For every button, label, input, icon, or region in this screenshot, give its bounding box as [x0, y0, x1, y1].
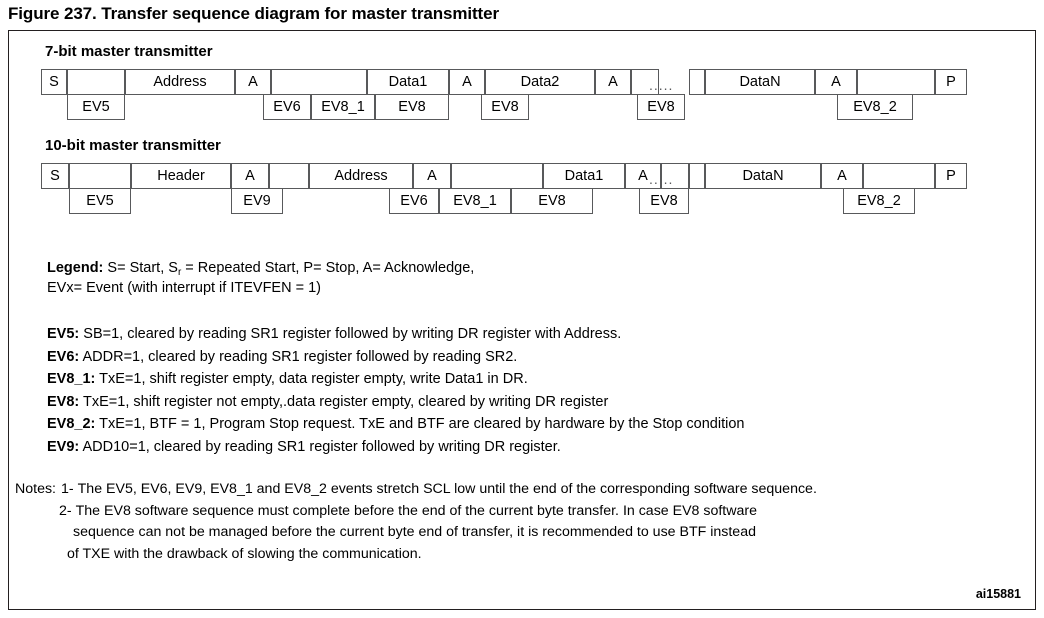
legend-line-1b: = Repeated Start, P= Stop, A= Acknowledg… [181, 260, 475, 276]
legend-subscript-r: r [177, 267, 182, 278]
event-definition-ev8-1: EV8_1: TxE=1, shift register empty, data… [47, 368, 744, 391]
slot-cell-spacer [69, 163, 131, 189]
event-cell-ev8: EV8 [511, 188, 593, 214]
event-cell-ev8-1: EV8_1 [439, 188, 511, 214]
legend-line-1: Legend: S= Start, Sr = Repeated Start, P… [47, 259, 474, 279]
event-cell-ev6: EV6 [263, 94, 311, 120]
legend-block: Legend: S= Start, Sr = Repeated Start, P… [47, 259, 474, 297]
notes-label: Notes: [15, 481, 57, 497]
slot-cell-spacer [689, 69, 705, 95]
slot-cell-data1: Data1 [543, 163, 625, 189]
sequence-ellipsis: ..... [649, 171, 674, 187]
event-cell-ev8-2: EV8_2 [837, 94, 913, 120]
slot-cell-a: A [449, 69, 485, 95]
figure-caption: Figure 237. Transfer sequence diagram fo… [8, 4, 499, 23]
slot-cell-a: A [235, 69, 271, 95]
event-key: EV5: [47, 326, 80, 342]
event-definition-ev5: EV5: SB=1, cleared by reading SR1 regist… [47, 323, 744, 346]
event-cell-ev5: EV5 [67, 94, 125, 120]
slot-cell-spacer [271, 69, 367, 95]
slot-cell-datan: DataN [705, 69, 815, 95]
legend-line-1a: S= Start, S [103, 260, 178, 276]
figure-id-code: ai15881 [975, 587, 1021, 601]
sequence-ellipsis: ..... [649, 77, 674, 93]
event-cell-ev8-1: EV8_1 [311, 94, 375, 120]
slot-cell-spacer [863, 163, 935, 189]
slot-cell-header: Header [131, 163, 231, 189]
event-cell-ev8-2: EV8_2 [843, 188, 915, 214]
note-line: 2-The EV8 software sequence must complet… [15, 501, 1035, 523]
note-text: The EV5, EV6, EV9, EV8_1 and EV8_2 event… [77, 481, 817, 497]
note-line: sequence can not be managed before the c… [15, 522, 1035, 544]
slot-cell-spacer [689, 163, 705, 189]
note-number: 1- [61, 481, 74, 497]
event-key: EV8: [47, 393, 80, 410]
slot-cell-a: A [821, 163, 863, 189]
event-cell-ev6: EV6 [389, 188, 439, 214]
note-line: Notes:1-The EV5, EV6, EV9, EV8_1 and EV8… [15, 479, 1035, 501]
note-text: The EV8 software sequence must complete … [75, 502, 757, 519]
slot-cell-spacer [269, 163, 309, 189]
note-line: of TXE with the drawback of slowing the … [15, 544, 1035, 566]
note-text: sequence can not be managed before the c… [73, 524, 756, 540]
slot-cell-a: A [625, 163, 661, 189]
event-definition-ev8: EV8: TxE=1, shift register not empty,.da… [47, 391, 744, 414]
event-key: EV6: [47, 348, 80, 365]
note-text: of TXE with the drawback of slowing the … [67, 545, 422, 562]
slot-cell-s: S [41, 163, 69, 189]
event-key: EV8_2: [47, 416, 96, 433]
slot-cell-a: A [815, 69, 857, 95]
event-cell-ev8: EV8 [481, 94, 529, 120]
event-definition-ev8-2: EV8_2: TxE=1, BTF = 1, Program Stop requ… [47, 413, 744, 436]
event-key: EV9: [47, 438, 80, 455]
slot-cell-data2: Data2 [485, 69, 595, 95]
event-cell-ev8: EV8 [375, 94, 449, 120]
slot-cell-data1: Data1 [367, 69, 449, 95]
event-description: ADD10=1, cleared by reading SR1 register… [79, 438, 561, 455]
slot-cell-address: Address [125, 69, 235, 95]
slot-cell-p: P [935, 163, 967, 189]
slot-cell-spacer [857, 69, 935, 95]
notes-block: Notes:1-The EV5, EV6, EV9, EV8_1 and EV8… [15, 479, 1035, 565]
event-cell-ev8: EV8 [639, 188, 689, 214]
event-description: ADDR=1, cleared by reading SR1 register … [79, 348, 518, 365]
event-cell-ev9: EV9 [231, 188, 283, 214]
slot-cell-spacer [67, 69, 125, 95]
event-cell-ev8: EV8 [637, 94, 685, 120]
event-definition-ev9: EV9: ADD10=1, cleared by reading SR1 reg… [47, 436, 744, 459]
event-description: TxE=1, BTF = 1, Program Stop request. Tx… [95, 416, 745, 433]
slot-cell-address: Address [309, 163, 413, 189]
diagram-title-7bit: 7-bit master transmitter [45, 43, 213, 60]
event-key: EV8_1: [47, 371, 96, 388]
event-description: TxE=1, shift register empty, data regist… [95, 371, 528, 388]
slot-cell-p: P [935, 69, 967, 95]
event-definition-list: EV5: SB=1, cleared by reading SR1 regist… [47, 323, 744, 459]
legend-title: Legend: [47, 260, 104, 276]
event-cell-ev5: EV5 [69, 188, 131, 214]
slot-cell-a: A [413, 163, 451, 189]
note-number: 2- [59, 502, 72, 519]
slot-cell-spacer [451, 163, 543, 189]
diagram-title-10bit: 10-bit master transmitter [45, 137, 221, 154]
legend-line-2: EVx= Event (with interrupt if ITEVFEN = … [47, 280, 321, 296]
event-description: SB=1, cleared by reading SR1 register fo… [79, 326, 622, 342]
slot-cell-s: S [41, 69, 67, 95]
slot-cell-a: A [231, 163, 269, 189]
slot-cell-a: A [595, 69, 631, 95]
slot-cell-spacer [631, 69, 659, 95]
event-definition-ev6: EV6: ADDR=1, cleared by reading SR1 regi… [47, 346, 744, 369]
event-description: TxE=1, shift register not empty,.data re… [79, 393, 609, 410]
slot-cell-datan: DataN [705, 163, 821, 189]
